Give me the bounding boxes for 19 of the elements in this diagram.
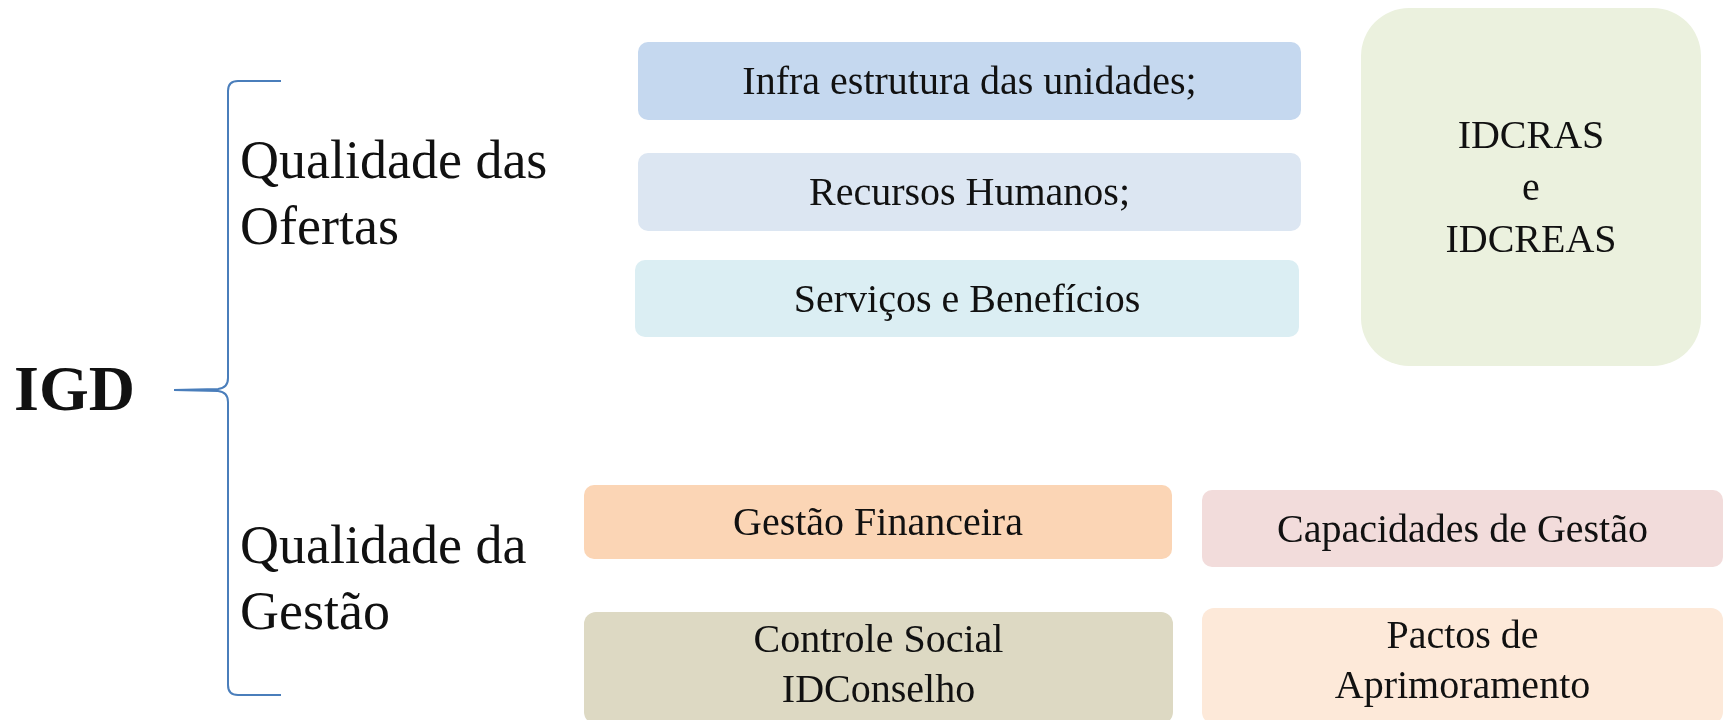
rounded-box — [584, 485, 1172, 559]
box-text: Serviços e Benefícios — [793, 274, 1141, 323]
box-text: Infra estrutura das unidades; — [742, 57, 1197, 105]
rounded-box — [638, 153, 1301, 231]
rounded-box — [584, 612, 1173, 720]
box-text: Controle Social IDConselho — [752, 615, 1005, 713]
box-text: Gestão Financeira — [733, 498, 1023, 546]
rounded-box — [1202, 490, 1723, 567]
rounded-box — [638, 42, 1301, 120]
box-text: Recursos Humanos; — [808, 168, 1131, 216]
label-text: Qualidade das Ofertas — [240, 129, 549, 258]
box-text: IDCRAS e IDCREAS — [1445, 111, 1617, 263]
rounded-box — [1202, 608, 1723, 720]
label-text: Qualidade da Gestão — [240, 514, 528, 643]
box-text: Pactos de Aprimoramento — [1333, 611, 1592, 709]
box-text: Capacidades de Gestão — [1277, 504, 1648, 553]
rounded-box — [635, 260, 1299, 337]
rounded-box — [1361, 8, 1701, 366]
heading-text: IGD — [14, 352, 135, 426]
